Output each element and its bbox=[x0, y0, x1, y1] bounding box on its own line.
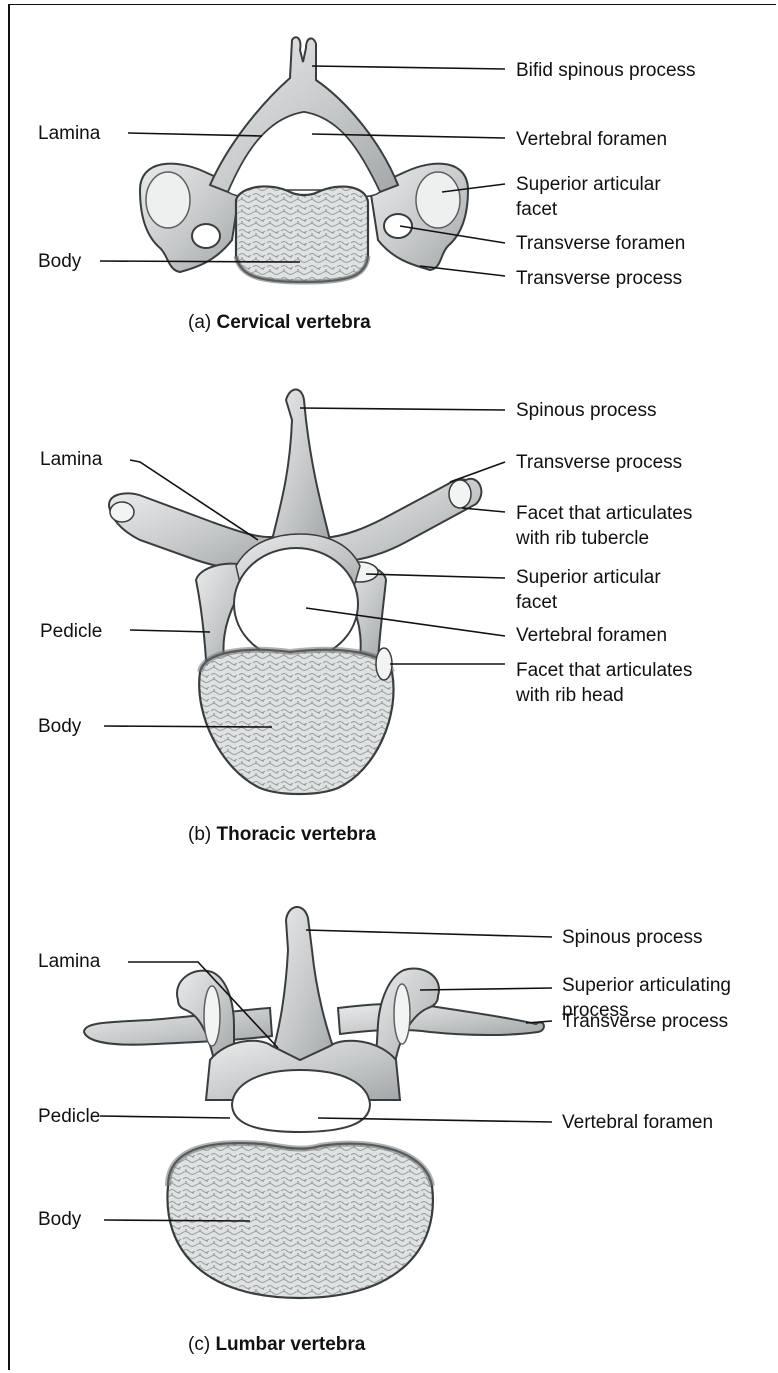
label-vertebral-foramen-thoracic: Vertebral foramen bbox=[516, 623, 667, 648]
lumbar-vertebra bbox=[84, 907, 544, 1298]
caption-cervical-prefix: (a) bbox=[188, 312, 211, 333]
thoracic-rib-head-facet bbox=[376, 648, 392, 680]
lumbar-right-facet bbox=[394, 984, 410, 1044]
caption-lumbar: (c) Lumbar vertebra bbox=[188, 1334, 365, 1356]
thoracic-right-tp-facet bbox=[449, 480, 471, 508]
label-bifid-spinous-process: Bifid spinous process bbox=[516, 58, 696, 83]
label-superior-articular-thoracic-2: facet bbox=[516, 590, 557, 615]
label-vertebral-foramen-lumbar: Vertebral foramen bbox=[562, 1110, 713, 1135]
label-facet-rib-tubercle-2: with rib tubercle bbox=[516, 526, 649, 551]
lumbar-foramen bbox=[232, 1070, 370, 1132]
cervical-body bbox=[236, 186, 368, 282]
cervical-vertebra bbox=[140, 37, 468, 282]
thoracic-left-tp-facet bbox=[110, 502, 134, 522]
label-spinous-process-lumbar: Spinous process bbox=[562, 925, 702, 950]
thoracic-vertebra bbox=[109, 390, 481, 795]
label-transverse-foramen: Transverse foramen bbox=[516, 231, 685, 256]
thoracic-body bbox=[199, 650, 393, 794]
label-transverse-process-thoracic: Transverse process bbox=[516, 450, 682, 475]
label-body-lumbar: Body bbox=[38, 1207, 81, 1232]
label-body-thoracic: Body bbox=[38, 714, 81, 739]
cervical-left-facet bbox=[146, 172, 190, 228]
caption-lumbar-prefix: (c) bbox=[188, 1334, 210, 1355]
label-superior-articular-thoracic-1: Superior articular bbox=[516, 565, 661, 590]
label-facet-rib-tubercle-1: Facet that articulates bbox=[516, 501, 692, 526]
caption-thoracic-title: Thoracic vertebra bbox=[217, 824, 376, 845]
label-facet-rib-head-1: Facet that articulates bbox=[516, 658, 692, 683]
cervical-right-transverse-foramen bbox=[384, 214, 412, 238]
label-vertebral-foramen-cervical: Vertebral foramen bbox=[516, 127, 667, 152]
lumbar-left-facet bbox=[204, 986, 220, 1046]
label-superior-articulating-1: Superior articulating bbox=[562, 973, 731, 998]
label-lamina-thoracic: Lamina bbox=[40, 447, 102, 472]
label-superior-articular-cervical-1: Superior articular bbox=[516, 172, 661, 197]
label-pedicle-thoracic: Pedicle bbox=[40, 619, 102, 644]
label-body-cervical: Body bbox=[38, 249, 81, 274]
lumbar-left-transverse-process bbox=[84, 1008, 272, 1045]
cervical-right-facet bbox=[416, 172, 460, 228]
caption-cervical: (a) Cervical vertebra bbox=[188, 312, 371, 334]
label-spinous-process-thoracic: Spinous process bbox=[516, 398, 656, 423]
label-transverse-process-cervical: Transverse process bbox=[516, 266, 682, 291]
label-superior-articular-cervical-2: facet bbox=[516, 197, 557, 222]
label-facet-rib-head-2: with rib head bbox=[516, 683, 624, 708]
label-lamina-cervical: Lamina bbox=[38, 121, 100, 146]
caption-thoracic: (b) Thoracic vertebra bbox=[188, 824, 376, 846]
thoracic-foramen bbox=[234, 548, 358, 660]
cervical-left-transverse-foramen bbox=[192, 224, 220, 248]
caption-thoracic-prefix: (b) bbox=[188, 824, 211, 845]
label-lamina-lumbar: Lamina bbox=[38, 949, 100, 974]
caption-lumbar-title: Lumbar vertebra bbox=[215, 1334, 365, 1355]
lumbar-right-transverse-process bbox=[338, 1004, 544, 1035]
label-transverse-process-lumbar: Transverse process bbox=[562, 1009, 728, 1034]
label-pedicle-lumbar: Pedicle bbox=[38, 1104, 100, 1129]
caption-cervical-title: Cervical vertebra bbox=[217, 312, 371, 333]
thoracic-spinous-process bbox=[272, 390, 330, 541]
